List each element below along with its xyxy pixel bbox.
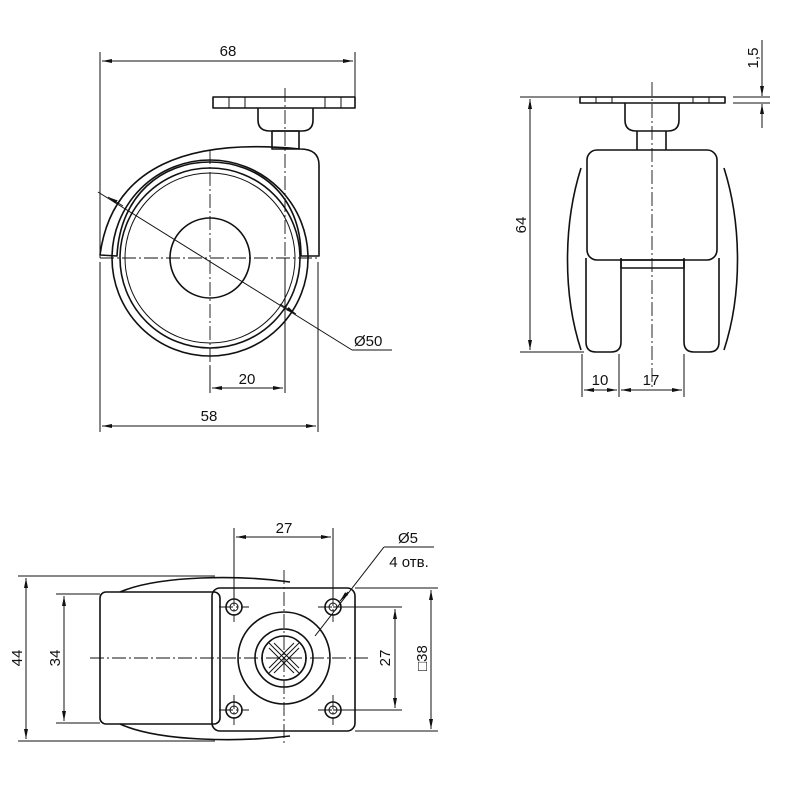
front-wheel-right-outer — [723, 167, 739, 351]
side-offset-label: 20 — [239, 371, 256, 388]
top-hole-spacing-h-label: 27 — [276, 520, 293, 537]
top-wheel-arc-top — [119, 576, 291, 593]
top-plate-square-label: □38 — [414, 645, 431, 671]
side-width-bottom-label: 58 — [201, 408, 218, 425]
front-wheel-right — [683, 258, 720, 353]
top-hole-spacing-v-label: 27 — [377, 650, 394, 667]
side-view: Ø50 68 58 20 — [97, 43, 392, 432]
top-mounting-plate — [211, 587, 356, 732]
front-wheel-width-label: 10 — [592, 372, 609, 389]
side-diameter-leader — [97, 191, 353, 351]
front-wheel-left-outer — [566, 167, 582, 351]
front-height-label: 64 — [513, 217, 530, 234]
front-plate-thickness-label: 1,5 — [745, 48, 762, 69]
side-width-top-label: 68 — [220, 43, 237, 60]
top-wheel-span-label: 34 — [47, 650, 64, 667]
side-housing — [99, 145, 320, 257]
top-hole-count-label: 4 отв. — [389, 554, 429, 571]
front-axle — [620, 259, 685, 269]
top-wheel-arc-bottom — [119, 723, 291, 741]
front-wheel-left — [585, 258, 622, 353]
front-view: 64 1,5 10 17 — [513, 40, 770, 397]
front-gap-label: 17 — [643, 372, 660, 389]
side-mounting-plate — [212, 96, 356, 109]
side-diameter-label: Ø50 — [354, 333, 382, 350]
top-view: Ø5 4 отв. 27 44 34 27 □38 — [9, 520, 438, 745]
top-total-width-label: 44 — [9, 650, 26, 667]
front-mounting-plate — [579, 96, 726, 104]
top-hole-diameter-label: Ø5 — [398, 530, 418, 547]
side-swivel-stem — [257, 108, 314, 132]
